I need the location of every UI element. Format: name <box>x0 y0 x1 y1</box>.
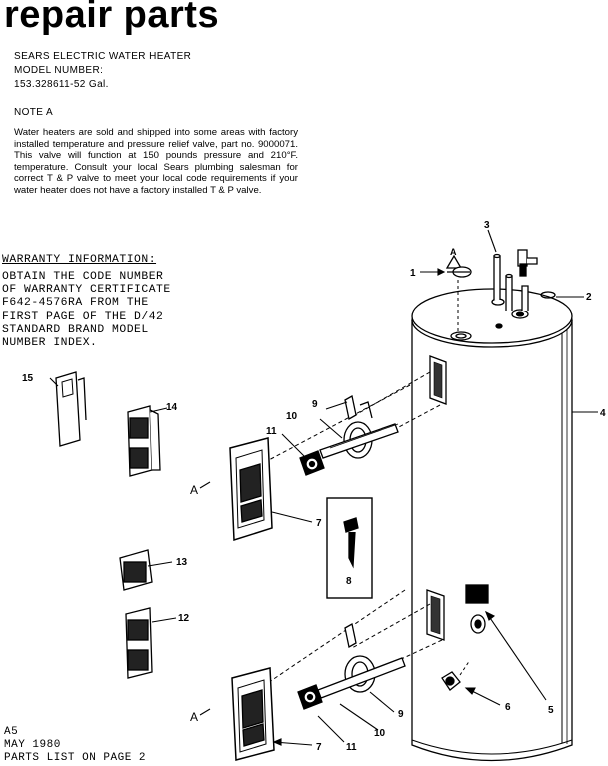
water-heater-tank <box>411 249 573 762</box>
callout-11-lower: 11 <box>346 742 357 753</box>
warranty-line: FIRST PAGE OF THE D/42 <box>2 310 164 323</box>
parts-list-reference: PARTS LIST ON PAGE 2 <box>4 752 147 764</box>
warranty-line: STANDARD BRAND MODEL <box>2 323 149 336</box>
screw-box <box>326 497 373 599</box>
bracket-15 <box>55 371 87 447</box>
callout-2: 2 <box>586 292 592 303</box>
note-ref-lower: A <box>190 710 198 724</box>
upper-heating-element <box>299 394 399 476</box>
thermostat-13 <box>119 549 153 591</box>
note-ref-top: A <box>450 247 457 257</box>
product-name: SEARS ELECTRIC WATER HEATER <box>14 51 192 62</box>
note-heading: NOTE A <box>14 107 54 118</box>
warranty-line: OF WARRANTY CERTIFICATE <box>2 284 171 297</box>
warranty-text: OBTAIN THE CODE NUMBER OF WARRANTY CERTI… <box>2 271 171 350</box>
callout-4: 4 <box>600 408 606 419</box>
callout-10-upper: 10 <box>286 411 298 422</box>
callout-1: 1 <box>410 268 416 279</box>
callout-11-upper: 11 <box>266 426 277 437</box>
warranty-heading: WARRANTY INFORMATION: <box>2 254 157 266</box>
callout-6: 6 <box>505 702 511 713</box>
callout-leaders <box>49 229 598 746</box>
note-ref-upper: A <box>190 483 198 497</box>
warranty-line: F642-4576RA FROM THE <box>2 297 149 310</box>
note-text: Water heaters are sold and shipped into … <box>14 127 298 196</box>
callout-9-lower: 9 <box>398 709 404 720</box>
footer-date: MAY 1980 <box>4 739 61 751</box>
warranty-line: NUMBER INDEX. <box>2 337 98 350</box>
part-1-fitting <box>445 254 472 332</box>
callout-5: 5 <box>548 705 554 716</box>
lower-heating-element <box>297 622 406 710</box>
callout-9-upper: 9 <box>312 399 318 410</box>
callout-10-lower: 10 <box>374 728 386 739</box>
callout-12: 12 <box>178 613 190 624</box>
callout-7-lower: 7 <box>316 742 322 753</box>
page-code: A5 <box>4 726 19 738</box>
drain-valve <box>441 659 471 691</box>
page-title: repair parts <box>4 0 220 36</box>
callout-numbers: 1 2 3 4 5 6 7 7 8 9 9 10 10 11 11 13 12 … <box>22 220 606 753</box>
callout-14: 14 <box>166 402 178 413</box>
callout-13: 13 <box>176 557 188 568</box>
lower-access-cover <box>231 667 275 761</box>
callout-7-upper: 7 <box>316 518 322 529</box>
callout-8: 8 <box>346 576 352 587</box>
upper-access-cover <box>229 437 273 542</box>
thermostat-14 <box>127 405 161 477</box>
callout-3: 3 <box>484 220 490 231</box>
model-number-value: 153.328611-52 Gal. <box>14 79 109 90</box>
warranty-line: OBTAIN THE CODE NUMBER <box>2 271 164 283</box>
callout-15: 15 <box>22 373 34 384</box>
thermostat-12 <box>125 607 153 679</box>
model-number-label: MODEL NUMBER: <box>14 65 104 76</box>
